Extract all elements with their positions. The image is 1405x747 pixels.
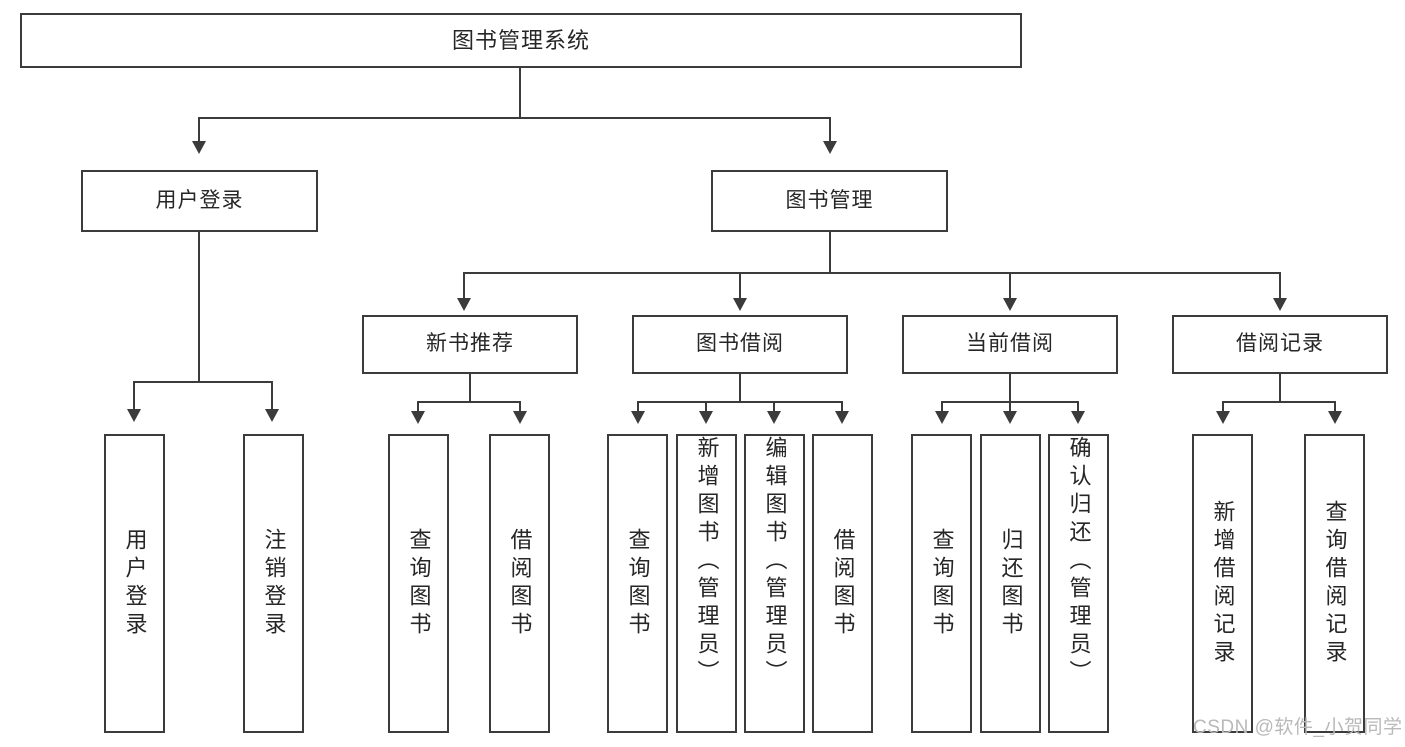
node-leaf-logout[interactable]: 注销登录	[243, 434, 304, 733]
node-leaf-query-book-1-label: 查询图书	[406, 527, 432, 640]
arrowhead-leaf-query-record	[1328, 411, 1342, 424]
node-leaf-return-book[interactable]: 归还图书	[980, 434, 1041, 733]
node-leaf-query-book-3-label: 查询图书	[929, 527, 955, 640]
connector-book-manage-branch-1	[463, 272, 465, 300]
arrowhead-leaf-query-book-2	[631, 411, 645, 424]
connector-current-borrow-branch-1	[941, 401, 943, 413]
connector-book-borrow-bus	[637, 401, 843, 403]
arrowhead-leaf-borrow-book-2	[835, 411, 849, 424]
node-new-book-rec-label: 新书推荐	[426, 332, 514, 356]
node-leaf-borrow-book-2-label: 借阅图书	[830, 527, 856, 640]
node-root[interactable]: 图书管理系统	[20, 13, 1022, 68]
node-borrow-record[interactable]: 借阅记录	[1172, 315, 1388, 374]
connector-book-borrow-branch-3	[773, 401, 775, 413]
node-current-borrow[interactable]: 当前借阅	[902, 315, 1118, 374]
node-book-borrow[interactable]: 图书借阅	[632, 315, 848, 374]
node-book-manage[interactable]: 图书管理	[711, 170, 948, 232]
node-leaf-edit-book-label: 编辑图书（管理员）	[762, 436, 788, 688]
node-leaf-add-record[interactable]: 新增借阅记录	[1192, 434, 1253, 733]
connector-user-login-branch-1	[133, 381, 135, 411]
connector-new-book-rec-bus	[417, 401, 521, 403]
arrowhead-user-login	[192, 141, 206, 154]
node-leaf-borrow-book-1-label: 借阅图书	[507, 527, 533, 640]
connector-book-borrow-branch-1	[637, 401, 639, 413]
connector-root-bus	[198, 117, 831, 119]
connector-root-stem	[519, 68, 521, 118]
connector-new-book-rec-stem	[469, 374, 471, 402]
node-borrow-record-label: 借阅记录	[1236, 332, 1324, 356]
arrowhead-leaf-return-book	[1003, 411, 1017, 424]
arrowhead-leaf-logout	[265, 409, 279, 422]
connector-user-login-stem	[198, 232, 200, 382]
arrowhead-leaf-add-book	[699, 411, 713, 424]
node-leaf-borrow-book-1[interactable]: 借阅图书	[489, 434, 550, 733]
arrowhead-borrow-record	[1273, 298, 1287, 311]
arrowhead-leaf-edit-book	[767, 411, 781, 424]
connector-borrow-record-stem	[1279, 374, 1281, 402]
node-leaf-add-book-label: 新增图书（管理员）	[694, 436, 720, 688]
node-root-label: 图书管理系统	[451, 27, 590, 53]
connector-current-borrow-branch-3	[1077, 401, 1079, 413]
arrowhead-leaf-borrow-book-1	[513, 411, 527, 424]
connector-book-manage-stem	[829, 232, 831, 273]
node-leaf-confirm-return-label: 确认归还（管理员）	[1066, 436, 1092, 688]
node-current-borrow-label: 当前借阅	[966, 332, 1054, 356]
connector-user-login-bus	[133, 381, 272, 383]
connector-borrow-record-bus	[1222, 401, 1336, 403]
node-leaf-user-login-label: 用户登录	[122, 527, 148, 640]
node-leaf-query-book-2-label: 查询图书	[625, 527, 651, 640]
connector-book-borrow-stem	[739, 374, 741, 402]
connector-book-borrow-branch-2	[705, 401, 707, 413]
node-leaf-return-book-label: 归还图书	[998, 527, 1024, 640]
arrowhead-leaf-confirm-return	[1071, 411, 1085, 424]
connector-root-to-user-login	[198, 117, 200, 143]
arrowhead-leaf-add-record	[1216, 411, 1230, 424]
node-leaf-query-book-3[interactable]: 查询图书	[911, 434, 972, 733]
connector-book-manage-branch-2	[739, 272, 741, 300]
node-leaf-borrow-book-2[interactable]: 借阅图书	[812, 434, 873, 733]
arrowhead-book-manage	[823, 141, 837, 154]
connector-user-login-branch-2	[271, 381, 273, 411]
connector-current-borrow-branch-2	[1009, 401, 1011, 413]
node-leaf-query-book-2[interactable]: 查询图书	[607, 434, 668, 733]
node-leaf-add-book[interactable]: 新增图书（管理员）	[676, 434, 737, 733]
connector-book-manage-bus	[463, 272, 1280, 274]
connector-book-manage-branch-3	[1009, 272, 1011, 300]
connector-root-to-book-manage	[829, 117, 831, 143]
connector-borrow-record-branch-1	[1222, 401, 1224, 413]
arrowhead-leaf-query-book-1	[411, 411, 425, 424]
connector-borrow-record-branch-2	[1334, 401, 1336, 413]
node-new-book-rec[interactable]: 新书推荐	[362, 315, 578, 374]
node-leaf-edit-book[interactable]: 编辑图书（管理员）	[744, 434, 805, 733]
connector-new-book-rec-branch-2	[519, 401, 521, 413]
arrowhead-leaf-user-login	[127, 409, 141, 422]
node-leaf-logout-label: 注销登录	[261, 527, 287, 640]
watermark-text: CSDN @软件_小贺同学	[1193, 717, 1403, 738]
node-leaf-confirm-return[interactable]: 确认归还（管理员）	[1048, 434, 1109, 733]
arrowhead-book-borrow	[733, 298, 747, 311]
node-user-login[interactable]: 用户登录	[81, 170, 318, 232]
node-leaf-query-record-label: 查询借阅记录	[1322, 499, 1348, 668]
node-book-manage-label: 图书管理	[785, 188, 874, 212]
node-user-login-label: 用户登录	[155, 188, 244, 212]
connector-current-borrow-stem	[1009, 374, 1011, 402]
connector-new-book-rec-branch-1	[417, 401, 419, 413]
node-leaf-query-book-1[interactable]: 查询图书	[388, 434, 449, 733]
arrowhead-leaf-query-book-3	[935, 411, 949, 424]
arrowhead-current-borrow	[1003, 298, 1017, 311]
node-book-borrow-label: 图书借阅	[696, 332, 784, 356]
arrowhead-new-book-rec	[457, 298, 471, 311]
node-leaf-add-record-label: 新增借阅记录	[1210, 499, 1236, 668]
connector-book-borrow-branch-4	[841, 401, 843, 413]
connector-book-manage-branch-4	[1279, 272, 1281, 300]
node-leaf-user-login[interactable]: 用户登录	[104, 434, 165, 733]
node-leaf-query-record[interactable]: 查询借阅记录	[1304, 434, 1365, 733]
